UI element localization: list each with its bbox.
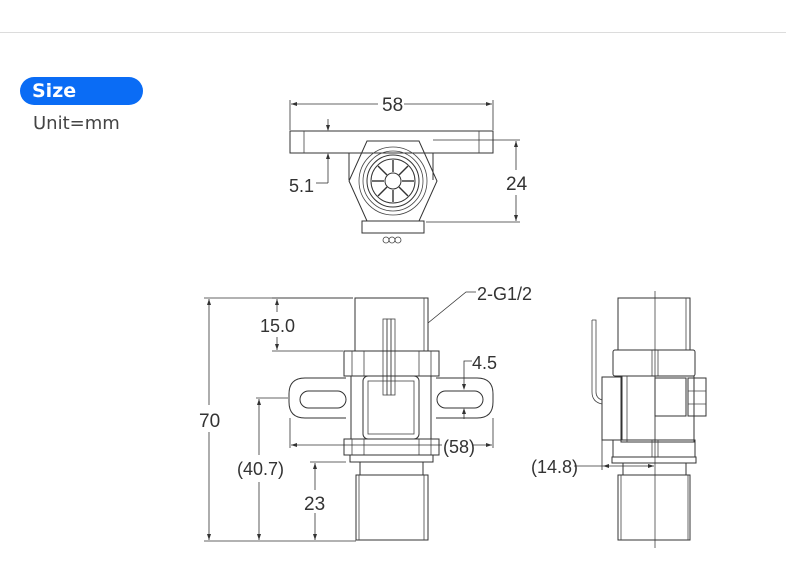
- top-view: 58: [289, 95, 528, 244]
- dim-top-width: 58: [382, 95, 403, 116]
- size-badge-label: Size: [32, 80, 77, 102]
- dim-bottom-pipe: 23: [304, 494, 325, 515]
- dim-total-height: 70: [199, 411, 220, 432]
- dim-mount-height: (40.7): [237, 459, 284, 479]
- dim-slot: 4.5: [472, 353, 497, 373]
- unit-label: Unit=mm: [33, 113, 120, 134]
- dim-flange-thickness: 5.1: [289, 176, 314, 196]
- dim-side-offset: (14.8): [531, 457, 578, 477]
- front-view: 2-G1/2 15.0 4.5 70 (40.7): [199, 284, 532, 542]
- label-thread: 2-G1/2: [477, 284, 532, 304]
- size-badge: Size: [20, 77, 143, 105]
- dim-top-height: 24: [506, 174, 528, 195]
- top-divider: [0, 32, 786, 33]
- dim-flange-width: (58): [443, 437, 475, 457]
- dim-top-pipe: 15.0: [260, 316, 295, 336]
- side-view: (14.8): [531, 291, 707, 548]
